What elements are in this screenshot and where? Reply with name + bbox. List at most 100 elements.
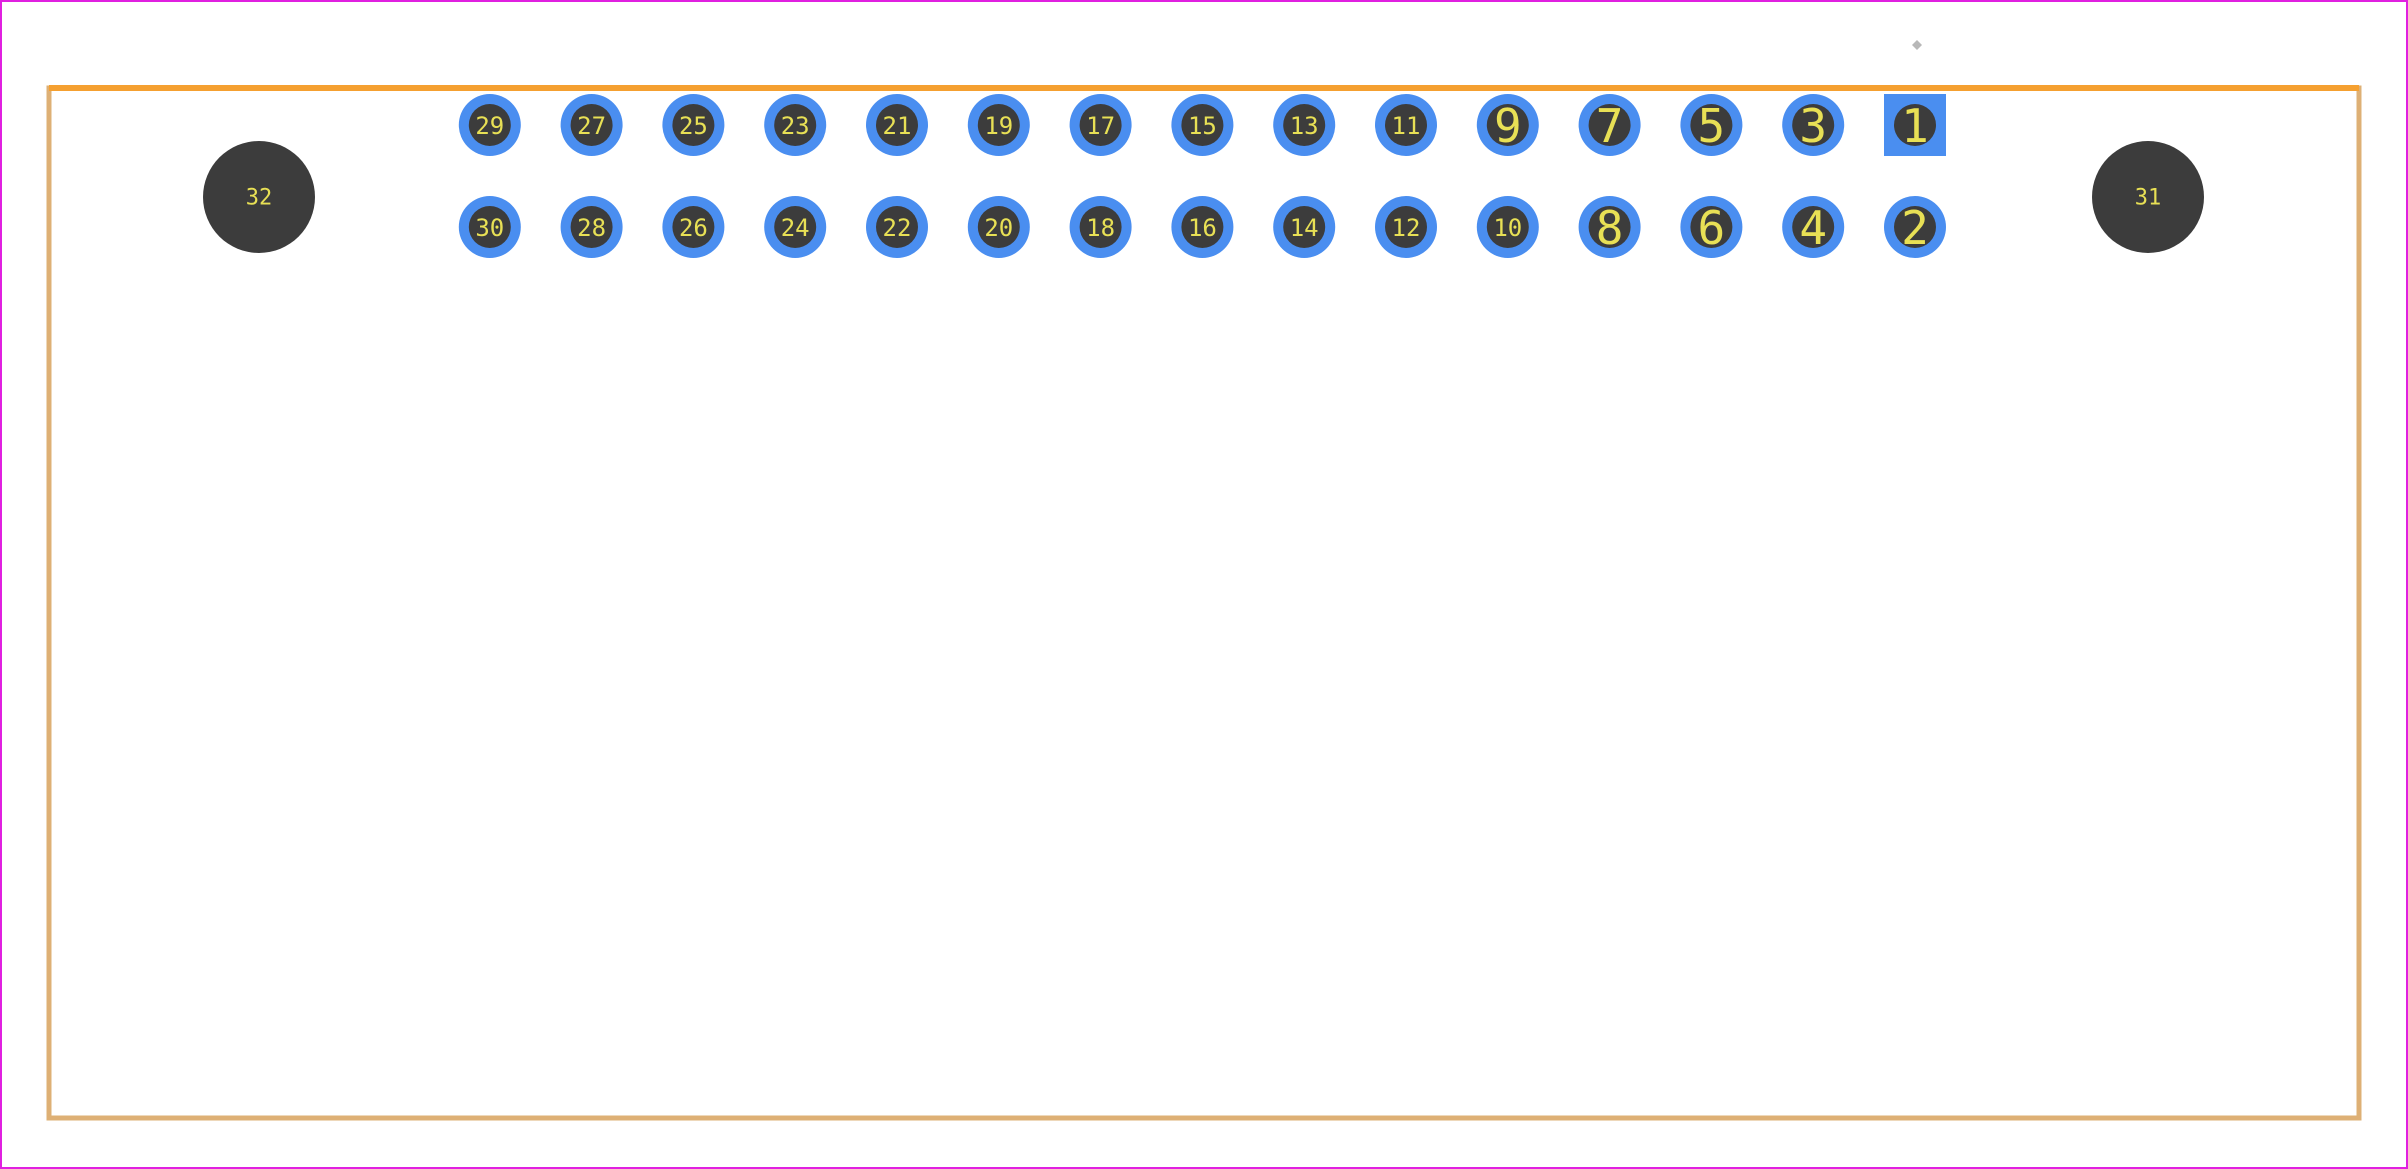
pad-label: 28 (577, 214, 606, 242)
pad-drill-hole (468, 104, 511, 146)
pad-drill-hole (1079, 104, 1122, 146)
pad-drill-hole (672, 206, 715, 248)
pad-15: 15 (1171, 94, 1234, 156)
pad-drill-hole (1486, 104, 1529, 146)
pad-label: 8 (1596, 201, 1624, 255)
mount-hole-label: 32 (246, 186, 273, 211)
pad-label: 13 (1290, 112, 1319, 140)
pad-drill-hole (774, 206, 817, 248)
pad-drill-hole (1486, 206, 1529, 248)
pad-drill-hole (1283, 206, 1326, 248)
pad-27: 27 (560, 94, 623, 156)
pad-drill-hole (672, 104, 715, 146)
pad-drill-hole (1079, 206, 1122, 248)
pad-12: 12 (1375, 196, 1437, 258)
pad-2: 2 (1884, 196, 1946, 258)
pad-drill-hole (1385, 104, 1427, 146)
mount-hole-label: 31 (2135, 186, 2162, 211)
pad-label: 6 (1698, 201, 1726, 255)
pad-label: 10 (1493, 214, 1522, 242)
pad-array: 1234567891011121314151617181920212223242… (458, 94, 1946, 258)
pad-drill-hole (774, 104, 817, 146)
mount-holes: 31 32 (203, 141, 2204, 253)
origin-marker (1912, 40, 1922, 50)
pad-5: 5 (1680, 94, 1743, 156)
pad-drill-hole (876, 206, 918, 248)
pad-6: 6 (1680, 196, 1743, 258)
pad-drill-hole (876, 104, 918, 146)
pad-label: 24 (781, 214, 810, 242)
pad-28: 28 (560, 196, 623, 258)
pad-drill-hole (1588, 206, 1631, 248)
mount-hole-32: 32 (203, 141, 315, 253)
pad-19: 19 (967, 94, 1030, 156)
pad-7: 7 (1578, 94, 1641, 156)
pad-label: 18 (1086, 214, 1115, 242)
pad-drill-hole (977, 206, 1020, 248)
pad-23: 23 (764, 94, 827, 156)
pad-1: 1 (1884, 94, 1946, 156)
mount-hole-drill (2092, 141, 2204, 253)
pad-label: 11 (1392, 112, 1421, 140)
pad-label: 2 (1901, 201, 1929, 255)
pad-label: 17 (1086, 112, 1115, 140)
pad-label: 9 (1494, 99, 1522, 153)
pad-17: 17 (1069, 94, 1132, 156)
pad-drill-hole (1385, 206, 1427, 248)
pad-4: 4 (1782, 196, 1845, 258)
pad-20: 20 (967, 196, 1030, 258)
pad-13: 13 (1273, 94, 1336, 156)
pad-10: 10 (1476, 196, 1539, 258)
pad-drill-hole (1792, 206, 1835, 248)
pad-21: 21 (866, 94, 928, 156)
pad-label: 25 (679, 112, 708, 140)
pad-26: 26 (662, 196, 725, 258)
pad-drill-hole (1588, 104, 1631, 146)
pad-drill-hole (1792, 104, 1835, 146)
pad-drill-hole (1690, 206, 1733, 248)
pad-drill-hole (1894, 104, 1936, 146)
pad-drill-hole (468, 206, 511, 248)
pad-label: 5 (1698, 99, 1726, 153)
pad-29: 29 (458, 94, 521, 156)
pad-drill-hole (1283, 104, 1326, 146)
pad-22: 22 (866, 196, 928, 258)
pad-drill-hole (570, 104, 613, 146)
pad-8: 8 (1578, 196, 1641, 258)
pad-label: 21 (883, 112, 912, 140)
pad-drill-hole (1181, 104, 1224, 146)
pad-label: 14 (1290, 214, 1319, 242)
pad-label: 12 (1392, 214, 1421, 242)
pad-label: 3 (1799, 99, 1827, 153)
pad-label: 29 (475, 112, 504, 140)
pad-11: 11 (1375, 94, 1437, 156)
pad-9: 9 (1476, 94, 1539, 156)
pad-drill-hole (570, 206, 613, 248)
pad-label: 22 (883, 214, 912, 242)
pad-label: 27 (577, 112, 606, 140)
pad-label: 19 (984, 112, 1013, 140)
pad-label: 15 (1188, 112, 1217, 140)
pad-label: 30 (475, 214, 504, 242)
pad-drill-hole (1690, 104, 1733, 146)
pad-18: 18 (1069, 196, 1132, 258)
pad-label: 16 (1188, 214, 1217, 242)
pad-drill-hole (1181, 206, 1224, 248)
pad-label: 23 (781, 112, 810, 140)
mount-hole-31: 31 (2092, 141, 2204, 253)
pad-label: 1 (1901, 99, 1929, 153)
pad-16: 16 (1171, 196, 1234, 258)
pad-30: 30 (458, 196, 521, 258)
pad-label: 20 (984, 214, 1013, 242)
pad-25: 25 (662, 94, 725, 156)
mount-hole-drill (203, 141, 315, 253)
pad-3: 3 (1782, 94, 1845, 156)
pad-14: 14 (1273, 196, 1336, 258)
pad-drill-hole (1894, 206, 1936, 248)
pad-label: 26 (679, 214, 708, 242)
pad-drill-hole (977, 104, 1020, 146)
pad-label: 4 (1799, 201, 1827, 255)
pad-label: 7 (1596, 99, 1624, 153)
